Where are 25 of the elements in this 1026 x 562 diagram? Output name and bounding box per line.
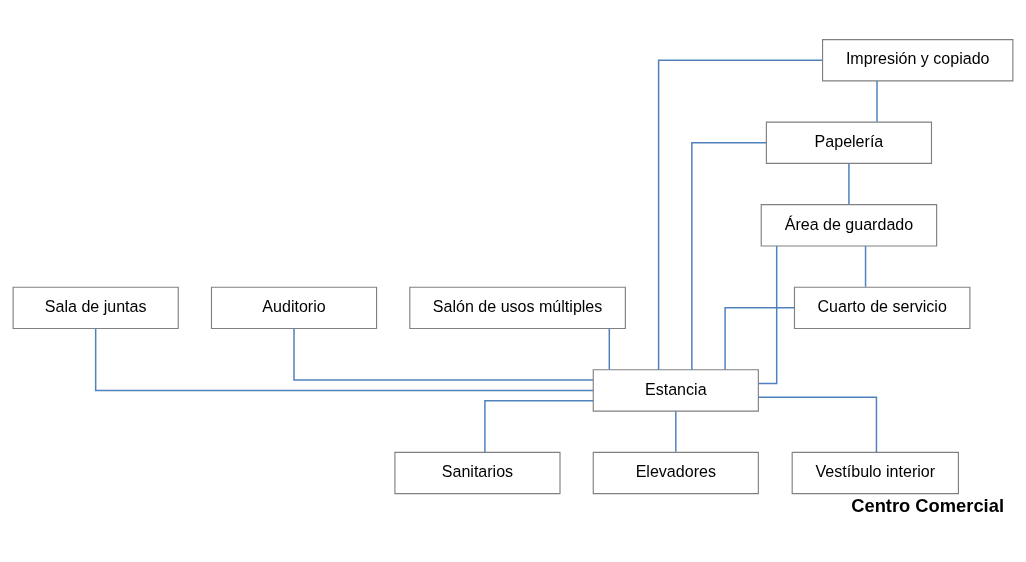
connector (757, 244, 778, 384)
connector (608, 327, 611, 370)
connector (864, 244, 867, 287)
caption: Centro Comercial (851, 494, 1004, 516)
connector (691, 141, 767, 370)
node-box: Cuarto de servicio (793, 286, 971, 329)
node-box: Área de guardado (760, 203, 938, 247)
connector (675, 410, 677, 453)
node-box: Vestíbulo interior (791, 451, 959, 494)
connector (293, 327, 594, 381)
connector (484, 399, 594, 453)
connector (876, 79, 878, 122)
node-box: Estancia (592, 368, 759, 412)
node-box: Auditorio (210, 286, 378, 329)
node-box: Elevadores (592, 451, 759, 494)
node-box: Salón de usos múltiples (409, 286, 626, 329)
node-box: Papelería (765, 121, 933, 164)
node-box: Sanitarios (394, 451, 561, 494)
connector (848, 162, 850, 205)
node-box: Impresión y copiado (822, 38, 1014, 81)
connector (94, 327, 594, 391)
connector (757, 396, 878, 453)
connector (657, 58, 824, 370)
connector (724, 306, 796, 370)
node-box: Sala de juntas (12, 286, 179, 329)
